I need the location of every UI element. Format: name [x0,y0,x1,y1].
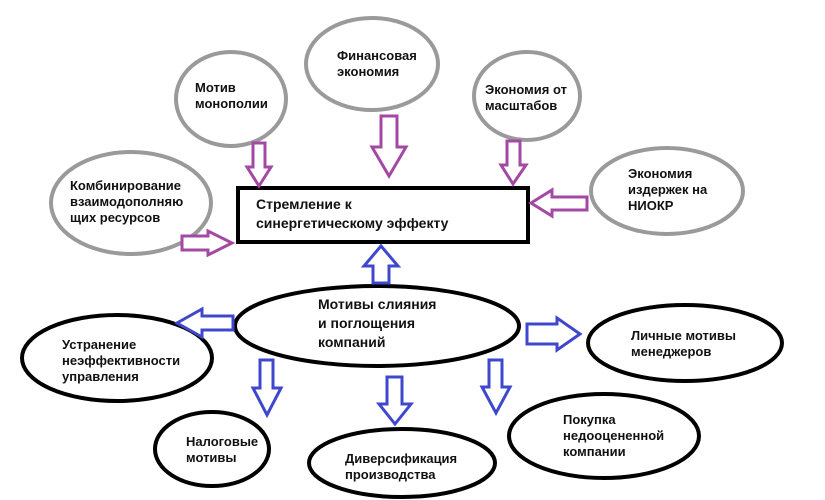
managers-label: Личные мотивы менеджеров [631,328,736,359]
arrow-resources-to-goal [180,228,236,258]
node-tax-ellipse [153,410,271,488]
node-diversification-ellipse [307,427,497,499]
monopoly-label: Мотив монополии [195,80,268,111]
node-scale-ellipse [472,50,582,142]
node-monopoly-ellipse [174,50,288,148]
rnd-label: Экономия издержек на НИОКР [628,166,708,213]
arrow-monopoly-to-goal [244,141,274,189]
undervalued-label: Покупка недооцененной компании [563,412,665,459]
inefficiency-label: Устранение неэффективности управления [62,337,181,384]
arrow-center-to-managers [525,315,583,353]
arrow-center-to-undervalued [479,358,513,417]
scale-label: Экономия от масштабов [485,82,567,113]
node-financial-ellipse [304,16,440,112]
arrow-scale-to-goal [498,139,529,187]
resources-label-text: Комбинирование взаимодополняю щих ресурс… [70,178,184,225]
diversification-label: Диверсификация производства [345,451,458,482]
node-resources-ellipse [49,150,213,256]
arrow-rnd-to-goal [528,187,589,219]
arrow-center-to-goal [360,243,402,285]
financial-label: Финансовая экономия [337,48,417,79]
goal-box [236,186,530,244]
arrow-financial-to-goal [369,114,409,179]
node-center-ellipse [233,284,521,368]
node-inefficiency-ellipse [20,313,214,403]
node-rnd-ellipse [589,146,745,236]
node-managers-ellipse [586,303,784,383]
node-undervalued-ellipse [507,392,701,480]
arrow-center-to-inefficiency [173,306,235,340]
arrow-center-to-tax [250,358,284,419]
center-label: Мотивы слияния и поглощения компаний [318,296,437,350]
goal-label: Стремление к синергетическому эффекту [256,196,449,231]
tax-label: Налоговые мотивы [186,434,259,465]
arrow-center-to-diversification [375,375,415,427]
